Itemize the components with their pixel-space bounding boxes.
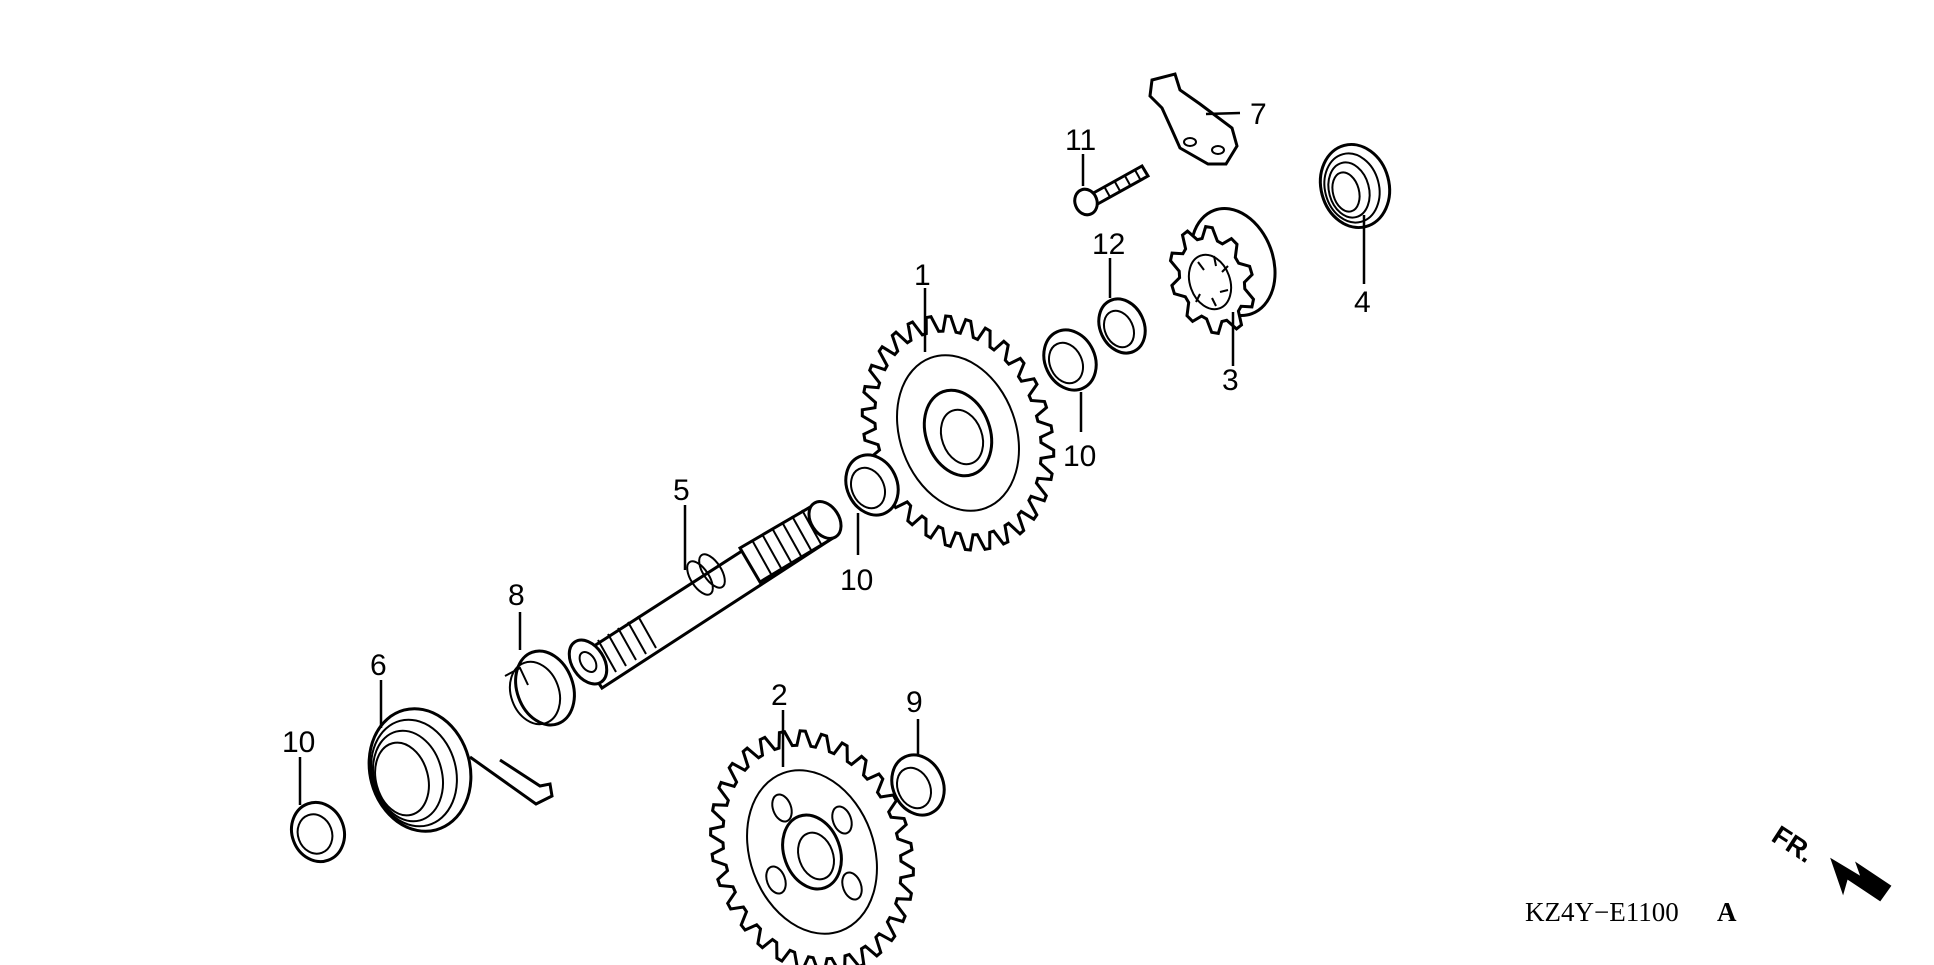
part-11-bolt[interactable] (1071, 163, 1151, 218)
callout-1: 1 (914, 259, 931, 292)
part-5-shaft[interactable] (562, 496, 848, 691)
callout-7: 7 (1250, 98, 1267, 131)
part-12-circlip[interactable] (1090, 291, 1154, 360)
callout-6: 6 (370, 649, 387, 682)
part-6-spring[interactable] (356, 697, 554, 843)
callout-11: 11 (1065, 124, 1096, 157)
part-1-gear[interactable] (860, 314, 1056, 552)
part-8-collar[interactable] (502, 643, 585, 734)
callout-3: 3 (1222, 364, 1239, 397)
callout-10-b: 10 (840, 564, 873, 597)
diagram-code: KZ4Y−E1100 A (1525, 897, 1737, 927)
fr-label: FR. (1767, 820, 1820, 869)
diagram-code-text: KZ4Y−E1100 (1525, 897, 1679, 927)
part-3-ratchet[interactable] (1168, 197, 1290, 336)
part-10-washer-b[interactable] (836, 446, 908, 523)
part-2-gear[interactable] (709, 729, 915, 965)
callouts: 1 2 3 4 5 6 7 8 9 10 10 10 11 12 (282, 98, 1371, 759)
part-10-washer-c[interactable] (1034, 321, 1106, 398)
part-9-washer[interactable] (882, 746, 954, 823)
leader-lines (298, 111, 1366, 805)
callout-5: 5 (673, 474, 690, 507)
part-10-washer-a[interactable] (283, 795, 352, 869)
callout-10-a: 10 (282, 726, 315, 759)
arrow-right-icon (1830, 857, 1892, 902)
callout-10-c: 10 (1063, 440, 1096, 473)
front-direction-indicator: FR. (1767, 820, 1892, 902)
part-4-spring[interactable] (1311, 137, 1398, 236)
part-7-plate[interactable] (1148, 72, 1239, 166)
callout-12: 12 (1092, 228, 1125, 261)
callout-2: 2 (771, 679, 788, 712)
diagram-code-suffix: A (1717, 897, 1737, 927)
callout-4: 4 (1354, 286, 1371, 319)
callout-9: 9 (906, 686, 923, 719)
callout-8: 8 (508, 579, 525, 612)
